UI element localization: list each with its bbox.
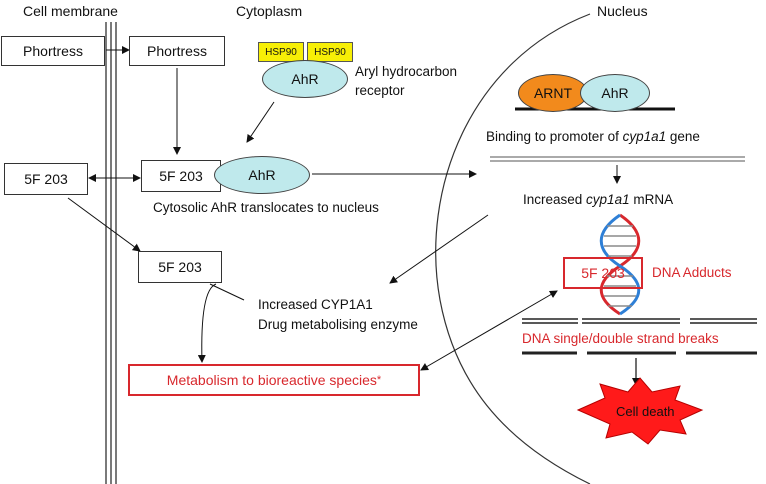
- dna-helix-icon: [599, 213, 641, 316]
- header-cell-membrane: Cell membrane: [23, 3, 118, 19]
- arrow-5f203-diagonal: [67, 197, 141, 252]
- strand-breaks-label: DNA single/double strand breaks: [522, 331, 719, 346]
- binding-promoter-label: Binding to promoter of cyp1a1 gene: [486, 129, 700, 144]
- cell-membrane-lines: [105, 22, 117, 484]
- header-cytoplasm: Cytoplasm: [236, 3, 303, 19]
- ahr-cytoplasm: AhR: [262, 60, 348, 98]
- cyp1a1-label-line2: Drug metabolising enzyme: [258, 317, 418, 332]
- arrow-5f203-to-metabolism: [197, 283, 217, 363]
- translocates-label: Cytosolic AhR translocates to nucleus: [153, 200, 379, 215]
- gene-double-line: [490, 156, 745, 162]
- 5f203-adduct-box: 5F 203: [563, 257, 643, 289]
- arrow-metabolism-to-adducts: [420, 290, 558, 371]
- phortress-inside-box: Phortress: [129, 36, 225, 66]
- arnt-protein: ARNT: [518, 74, 588, 112]
- arrow-mrna-to-cyp1a1: [389, 214, 489, 284]
- dna-adducts-label: DNA Adducts: [652, 265, 732, 280]
- hsp90-left: HSP90: [258, 42, 304, 62]
- header-nucleus: Nucleus: [597, 3, 648, 19]
- hsp90-right: HSP90: [307, 42, 353, 62]
- 5f203-complex-box: 5F 203: [141, 160, 221, 192]
- metabolism-asterisk: *: [376, 374, 382, 386]
- increased-mrna-label: Increased cyp1a1 mRNA: [523, 192, 674, 207]
- 5f203-outside-box: 5F 203: [4, 163, 88, 195]
- leader-cyp1a1: [209, 283, 245, 301]
- cell-death-burst-icon: [576, 377, 704, 445]
- metabolism-label: Metabolism to bioreactive species: [166, 372, 377, 388]
- cyp1a1-label-line1: Increased CYP1A1: [258, 297, 373, 312]
- arrow-ahr-binding: [246, 101, 275, 143]
- aryl-label-line1: Aryl hydrocarbon: [355, 64, 458, 79]
- ahr-complex: AhR: [214, 156, 310, 194]
- broken-dna-strands: [522, 318, 757, 355]
- 5f203-lower-box: 5F 203: [138, 251, 222, 283]
- phortress-outside-box: Phortress: [1, 36, 105, 66]
- ahr-nucleus: AhR: [580, 74, 650, 112]
- aryl-label-line2: receptor: [355, 83, 405, 98]
- metabolism-box: Metabolism to bioreactive species*: [128, 364, 420, 396]
- cell-death-label: Cell death: [616, 404, 675, 419]
